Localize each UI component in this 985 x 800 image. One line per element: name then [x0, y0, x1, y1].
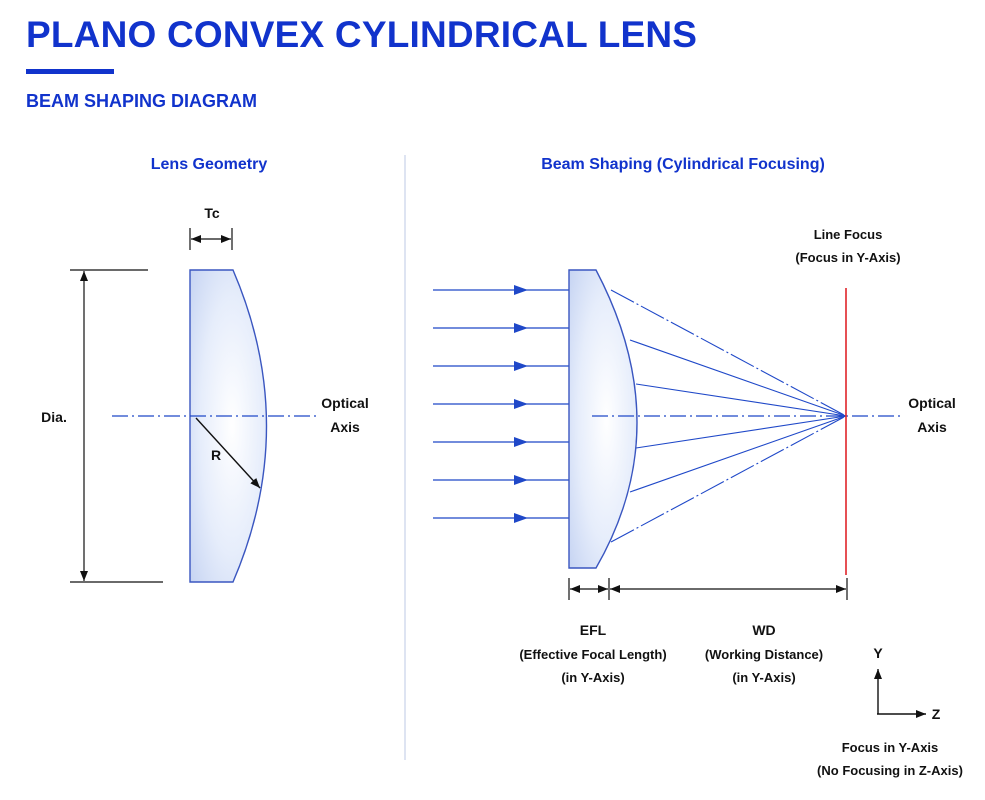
converging-rays — [610, 289, 847, 543]
ray-arrow-icon — [514, 323, 528, 333]
y-axis-label: Y — [873, 645, 883, 661]
lens-shape-beam — [568, 269, 638, 569]
ray-arrow-icon — [514, 437, 528, 447]
page-title: PLANO CONVEX CYLINDRICAL LENS — [26, 14, 698, 55]
optical-axis-label-left-2: Axis — [330, 419, 360, 435]
ray-arrow-icon — [514, 399, 528, 409]
title-underline — [26, 69, 114, 74]
diameter-label: Dia. — [41, 409, 67, 425]
wd-label: WD — [752, 622, 775, 638]
efl-description-1: (Effective Focal Length) — [519, 647, 666, 662]
optical-axis-label-right-1: Optical — [908, 395, 955, 411]
ray-arrow-icon — [514, 361, 528, 371]
page-subtitle: BEAM SHAPING DIAGRAM — [26, 91, 258, 111]
converging-ray — [629, 415, 847, 493]
line-focus-label-2: (Focus in Y-Axis) — [795, 250, 900, 265]
radius-label: R — [211, 447, 221, 463]
ray-arrowheads — [514, 285, 528, 523]
radius-arrow — [195, 417, 261, 489]
line-focus-label-1: Line Focus — [814, 227, 883, 242]
optical-axis-label-right-2: Axis — [917, 419, 947, 435]
lens-geometry-title: Lens Geometry — [151, 156, 268, 173]
axis-note-1: Focus in Y-Axis — [842, 740, 939, 755]
ray-arrow-icon — [514, 475, 528, 485]
beam-shaping-title: Beam Shaping (Cylindrical Focusing) — [541, 156, 825, 173]
converging-ray — [635, 415, 847, 449]
z-axis-label: Z — [932, 706, 941, 722]
wd-description-1: (Working Distance) — [705, 647, 823, 662]
thickness-label: Tc — [204, 205, 220, 221]
wd-description-2: (in Y-Axis) — [732, 670, 795, 685]
converging-ray — [635, 383, 847, 417]
ray-arrow-icon — [514, 513, 528, 523]
axis-note-2: (No Focusing in Z-Axis) — [817, 763, 963, 778]
converging-ray-outer — [610, 415, 847, 543]
incoming-rays — [433, 289, 569, 519]
optical-axis-label-left-1: Optical — [321, 395, 368, 411]
ray-arrow-icon — [514, 285, 528, 295]
lens-shape-geometry — [189, 269, 268, 583]
efl-description-2: (in Y-Axis) — [561, 670, 624, 685]
converging-ray-outer — [610, 289, 847, 417]
converging-ray — [629, 339, 847, 417]
efl-label: EFL — [580, 622, 607, 638]
